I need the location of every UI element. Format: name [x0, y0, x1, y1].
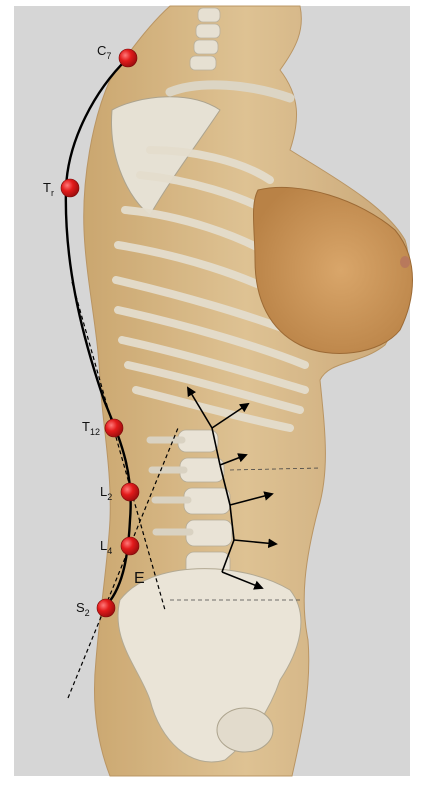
femoral-head [217, 708, 273, 752]
landmark-marker-s2 [97, 599, 115, 617]
label-l4: L4 [100, 539, 112, 554]
angle-label-e: E [134, 572, 145, 585]
label-l2: L2 [100, 485, 112, 500]
landmark-marker-l4 [121, 537, 139, 555]
label-t12: T12 [82, 420, 100, 435]
landmark-marker-c7 [119, 49, 137, 67]
nipple [400, 256, 410, 268]
label-tr: Tr [43, 181, 54, 196]
landmark-marker-l2 [121, 483, 139, 501]
label-s2: S2 [76, 601, 90, 616]
landmark-marker-t12 [105, 419, 123, 437]
landmark-marker-tr [61, 179, 79, 197]
label-c7: C7 [97, 44, 111, 59]
